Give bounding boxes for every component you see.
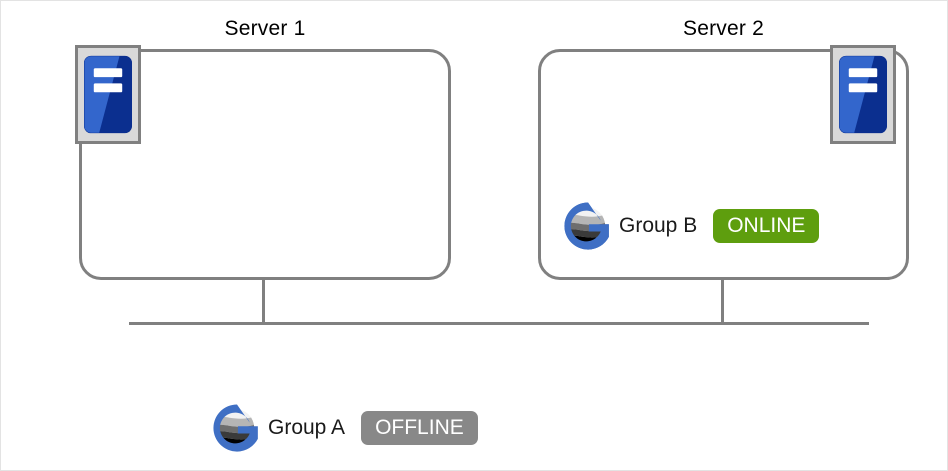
network-bus-line <box>129 322 869 325</box>
server-2-hardware-icon-badge[interactable] <box>830 45 896 144</box>
server-1-hardware-icon-badge[interactable] <box>75 45 141 144</box>
network-drop-line-server-1 <box>262 280 265 325</box>
group-globe-g-logo-icon <box>213 404 258 452</box>
server-hardware-icon <box>84 55 132 134</box>
network-drop-line-server-2 <box>721 280 724 325</box>
server-1-title: Server 1 <box>224 17 306 40</box>
group-globe-g-logo-icon <box>564 202 609 250</box>
group-b-row[interactable]: Group B ONLINE <box>559 197 820 255</box>
server-2-title: Server 2 <box>683 17 764 40</box>
group-a-label: Group A <box>268 416 346 439</box>
group-b-label: Group B <box>619 214 698 237</box>
group-a-status-badge[interactable]: OFFLINE <box>361 411 478 445</box>
group-a-row[interactable]: Group A OFFLINE <box>208 399 478 457</box>
server-1-box[interactable] <box>79 49 451 280</box>
group-b-status-badge[interactable]: ONLINE <box>713 209 820 243</box>
server-hardware-icon <box>839 55 887 134</box>
